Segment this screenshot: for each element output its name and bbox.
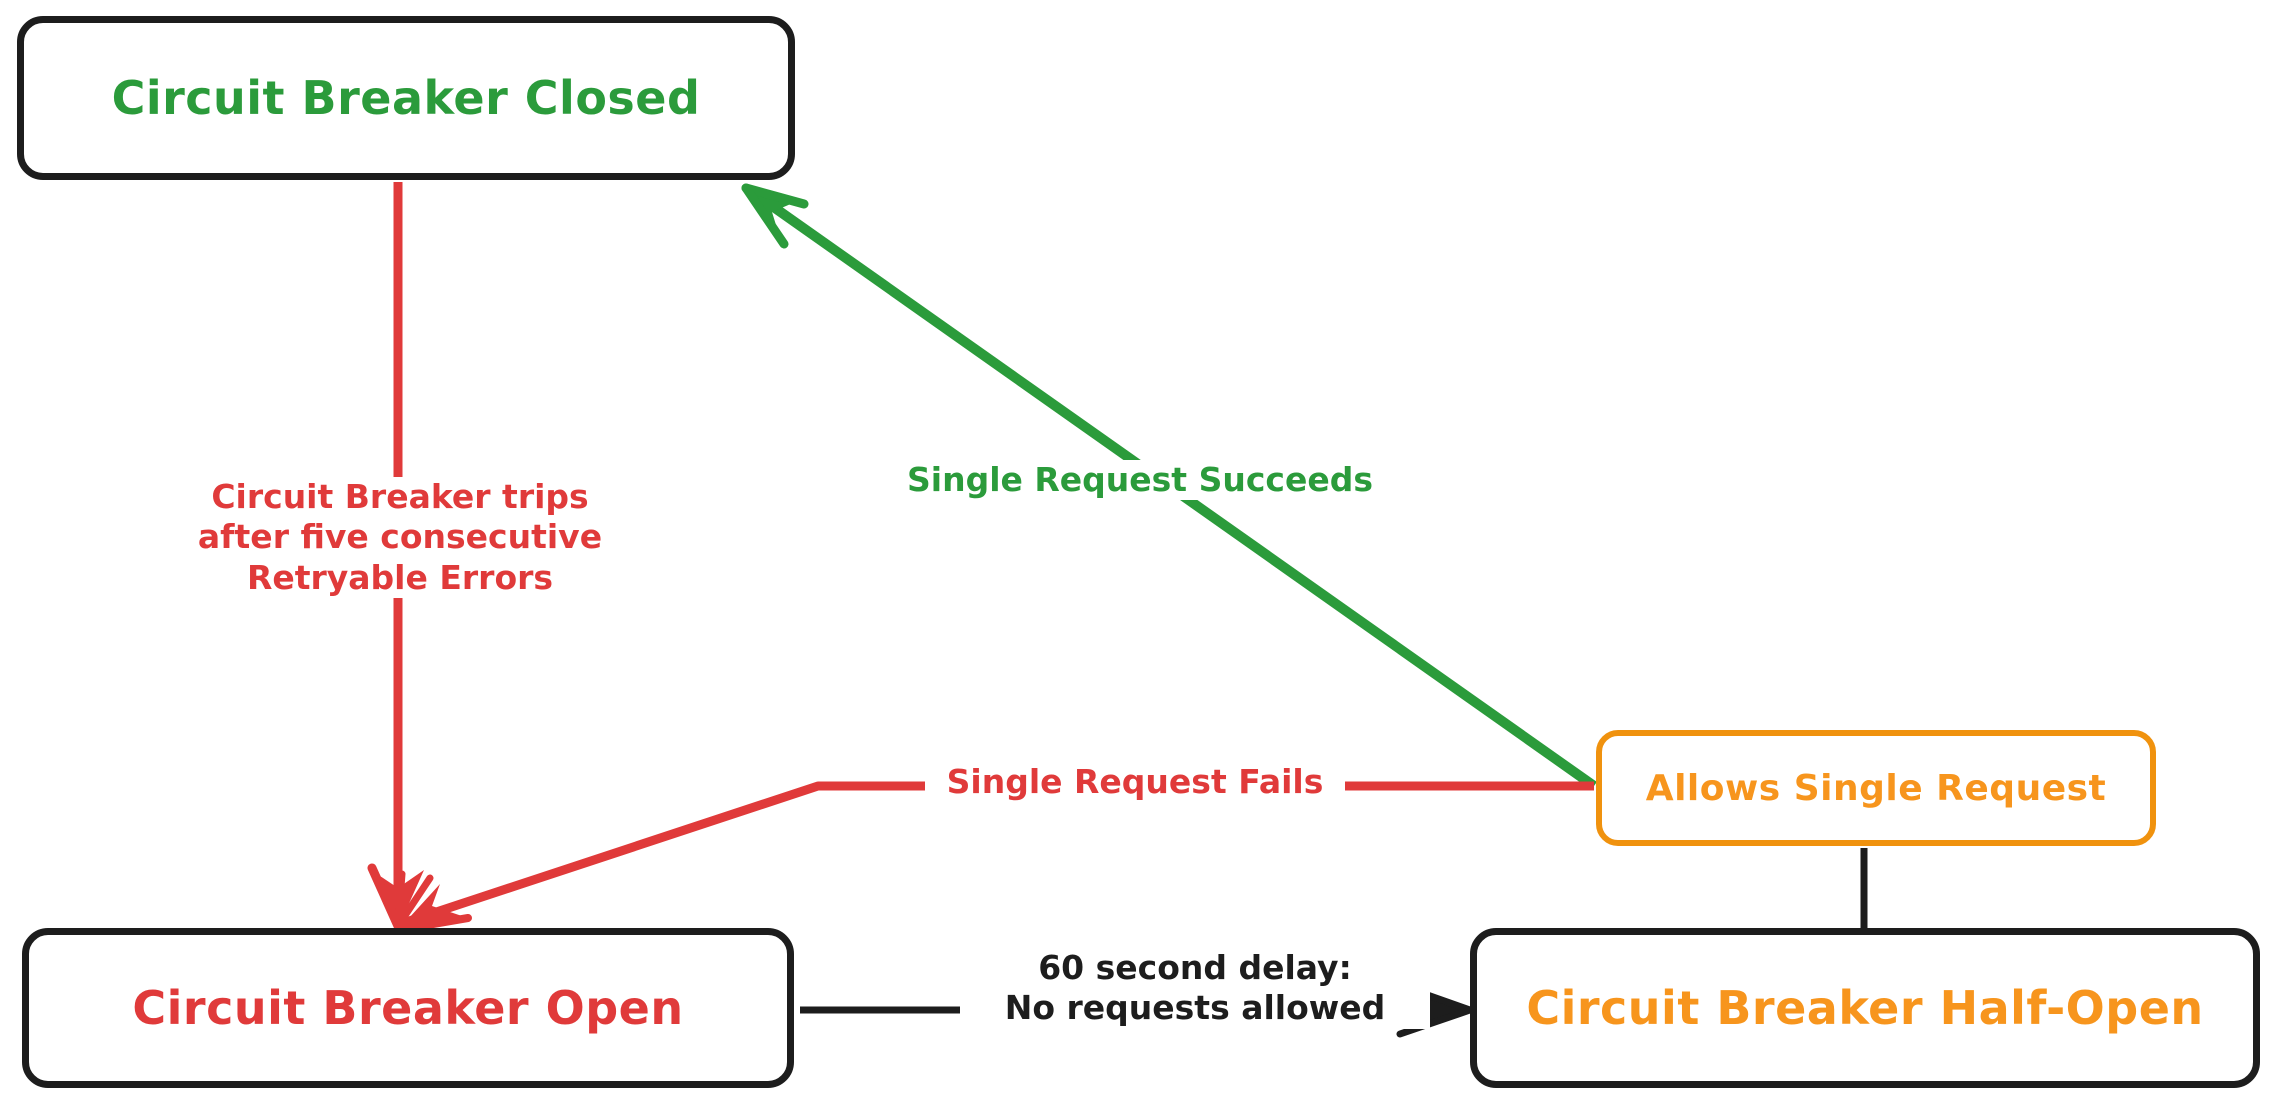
node-label-closed: Circuit Breaker Closed	[111, 71, 701, 125]
edge-open-to-half-open	[800, 982, 1474, 1038]
node-circuit-breaker-half-open[interactable]: Circuit Breaker Half-Open	[1470, 928, 2260, 1088]
node-label-half-open: Circuit Breaker Half-Open	[1526, 981, 2204, 1035]
node-allows-single-request[interactable]: Allows Single Request	[1596, 730, 2156, 846]
node-label-allows: Allows Single Request	[1645, 767, 2107, 809]
node-label-open: Circuit Breaker Open	[132, 981, 684, 1035]
edge-allows-to-open	[394, 781, 1594, 934]
edge-closed-to-open	[367, 182, 434, 931]
node-circuit-breaker-closed[interactable]: Circuit Breaker Closed	[17, 16, 795, 180]
edge-allows-to-closed	[741, 183, 1597, 791]
node-circuit-breaker-open[interactable]: Circuit Breaker Open	[22, 928, 794, 1088]
